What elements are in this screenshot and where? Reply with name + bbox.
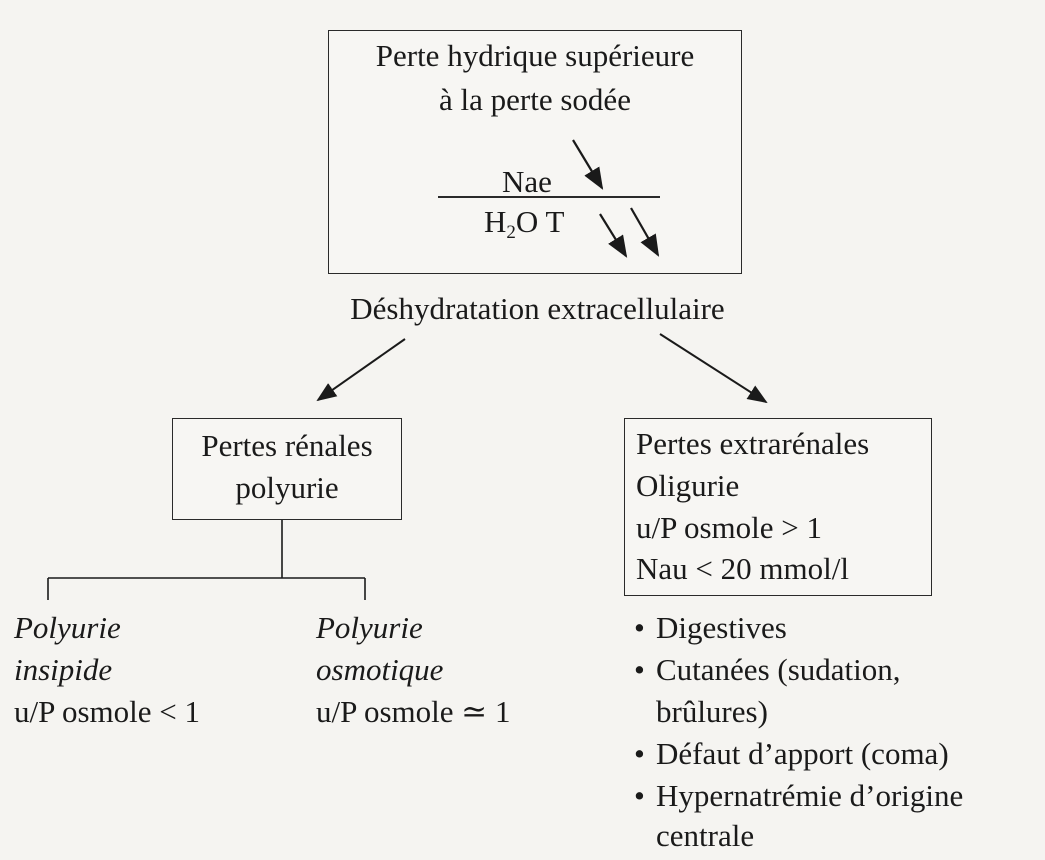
cause-text: centrale <box>656 818 755 853</box>
top-box <box>328 30 742 274</box>
fraction-bar <box>438 196 660 198</box>
bullet-dot: • <box>634 610 645 645</box>
arrow-to-left-box <box>316 338 406 402</box>
left-box <box>172 418 402 520</box>
arrow-down-h2o-2 <box>630 207 660 257</box>
right-box <box>624 418 932 596</box>
cause-text: Hypernatrémie d’origine <box>656 778 964 813</box>
right-branch-title1: Polyurie <box>316 610 423 645</box>
cause-text: Défaut d’apport (coma) <box>656 736 949 771</box>
denominator-subscript: 2 <box>506 222 516 243</box>
cause-text: brûlures) <box>656 694 768 729</box>
arrow-to-right-box <box>659 333 768 404</box>
bullet-dot: • <box>634 736 645 771</box>
arrow-down-nae <box>572 139 604 190</box>
left-box-line1: Pertes rénales <box>201 428 373 463</box>
denominator-rest: O T <box>515 204 565 239</box>
cause-item: • Défaut d’apport (coma) <box>634 738 949 769</box>
right-box-line3: u/P osmole > 1 <box>636 510 822 545</box>
right-branch-title2: osmotique <box>316 652 444 687</box>
arrow-down-h2o-1 <box>599 213 628 258</box>
cause-continuation: centrale <box>656 820 754 851</box>
denominator-h: H <box>484 204 507 239</box>
left-box-line2: polyurie <box>235 470 339 505</box>
cause-item: • Hypernatrémie d’origine <box>634 780 963 811</box>
top-box-line2: à la perte sodée <box>439 82 631 117</box>
fraction-denominator: H2O T <box>484 206 564 242</box>
right-box-line2: Oligurie <box>636 468 740 503</box>
left-branch-detail: u/P osmole < 1 <box>14 694 200 729</box>
top-box-line1: Perte hydrique supérieure <box>375 38 695 73</box>
bullet-dot: • <box>634 778 645 813</box>
left-branch-title1: Polyurie <box>14 610 121 645</box>
cause-item: • Cutanées (sudation, <box>634 654 901 685</box>
middle-label: Déshydratation extracellulaire <box>350 291 725 326</box>
left-branch-title2: insipide <box>14 652 113 687</box>
right-box-line1: Pertes extrarénales <box>636 426 870 461</box>
bullet-dot: • <box>634 652 645 687</box>
right-box-line4: Nau < 20 mmol/l <box>636 551 849 586</box>
cause-continuation: brûlures) <box>656 696 768 727</box>
cause-text: Digestives <box>656 610 787 645</box>
cause-text: Cutanées (sudation, <box>656 652 901 687</box>
right-branch-detail: u/P osmole ≃ 1 <box>316 694 511 729</box>
fraction-numerator: Nae <box>502 164 552 199</box>
cause-item: • Digestives <box>634 612 787 643</box>
